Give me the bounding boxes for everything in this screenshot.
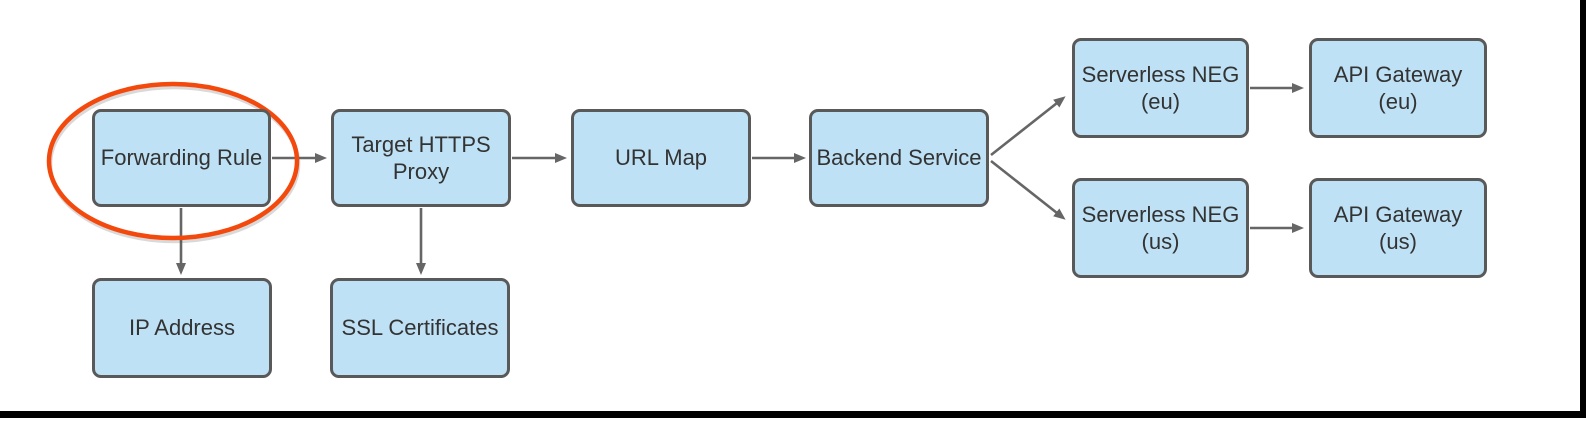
node-label: Forwarding Rule <box>100 145 263 171</box>
node-url-map: URL Map <box>571 109 751 207</box>
node-api-gateway-us: API Gateway (us) <box>1309 178 1487 278</box>
edge-backend-service-to-serverless-neg-eu <box>990 96 1066 157</box>
edge-backend-service-to-serverless-neg-us <box>990 159 1066 220</box>
node-ssl-certificates: SSL Certificates <box>330 278 510 378</box>
highlight-ellipse <box>46 81 300 241</box>
node-forwarding-rule: Forwarding Rule <box>92 109 271 207</box>
node-backend-service: Backend Service <box>809 109 989 207</box>
node-label: Serverless NEG (eu) <box>1081 61 1240 115</box>
node-ip-address: IP Address <box>92 278 272 378</box>
frame-right-edge <box>1580 0 1586 418</box>
node-label: Backend Service <box>816 145 982 171</box>
node-serverless-neg-us: Serverless NEG (us) <box>1072 178 1249 278</box>
node-label: SSL Certificates <box>341 315 499 341</box>
node-serverless-neg-eu: Serverless NEG (eu) <box>1072 38 1249 138</box>
node-label: Serverless NEG (us) <box>1081 201 1240 255</box>
node-label: API Gateway (us) <box>1333 201 1463 255</box>
node-label: API Gateway (eu) <box>1333 61 1463 115</box>
node-label: IP Address <box>129 315 235 341</box>
node-api-gateway-eu: API Gateway (eu) <box>1309 38 1487 138</box>
node-label: Target HTTPS Proxy <box>351 131 491 185</box>
node-target-https-proxy: Target HTTPS Proxy <box>331 109 511 207</box>
node-label: URL Map <box>614 145 708 171</box>
frame-bottom-edge <box>0 411 1586 418</box>
